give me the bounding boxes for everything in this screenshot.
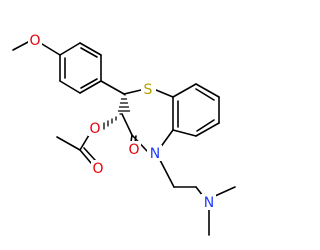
atom-s-ring: S: [141, 81, 156, 98]
atom-label-s-ring: S: [144, 82, 153, 98]
atom-o-methoxy: O: [28, 32, 42, 49]
bond-aryl-6: [59, 42, 81, 56]
bond-acyl-o-1: [79, 149, 92, 164]
atom-label-n-ring: N: [150, 146, 160, 162]
bond-aryl-5: [79, 42, 102, 56]
bond-n5-ch2: [159, 159, 175, 188]
bond-aryl-inner-2: [80, 78, 98, 89]
bond-benzo-4: [195, 122, 220, 137]
bond-aryl-inner-3: [80, 47, 98, 58]
stereo-hash-c3-o: [103, 113, 122, 130]
stereo-hash-c2-c3: [117, 93, 131, 112]
bond-n5-c5a: [159, 129, 174, 149]
bond-benzo-1: [172, 83, 197, 98]
bond-aryl-c2: [100, 80, 125, 95]
bond-benzo-inner-2: [196, 119, 215, 132]
bond-c3-c4: [121, 113, 133, 136]
bond-acyl-methyl: [56, 136, 81, 151]
bond-methyl-o: [12, 40, 31, 51]
atom-o-acetate-carbonyl: O: [91, 160, 105, 177]
atom-label-o-acetate-ester: O: [89, 121, 100, 137]
atom-n-ring: N: [147, 145, 162, 162]
atom-o-acetate-ester: O: [88, 120, 102, 137]
bond-acyl-o-2: [83, 147, 96, 161]
bond-n-methyl-1: [214, 186, 236, 197]
bond-s-c9a: [155, 89, 174, 98]
atom-label-n-amine: N: [204, 195, 214, 211]
atom-label-o-methoxy: O: [29, 33, 40, 49]
structure-diagram: O S O O O N N: [12, 32, 236, 236]
bond-c2-s: [123, 89, 142, 95]
bond-o-aryl: [41, 43, 61, 56]
atom-o-lactam-carbonyl: O: [127, 141, 141, 158]
atom-n-amine: N: [201, 194, 216, 211]
bond-aryl-2: [59, 80, 81, 94]
bond-benzo-5: [172, 129, 197, 137]
bond-benzo-inner-1: [195, 88, 215, 101]
atom-label-o-lactam-carbonyl: O: [128, 142, 139, 158]
atom-label-o-acetate-carbonyl: O: [92, 161, 103, 177]
bond-aryl-3: [79, 80, 102, 94]
bond-benzo-2: [195, 83, 220, 98]
bond-c4-o-1: [130, 134, 133, 143]
